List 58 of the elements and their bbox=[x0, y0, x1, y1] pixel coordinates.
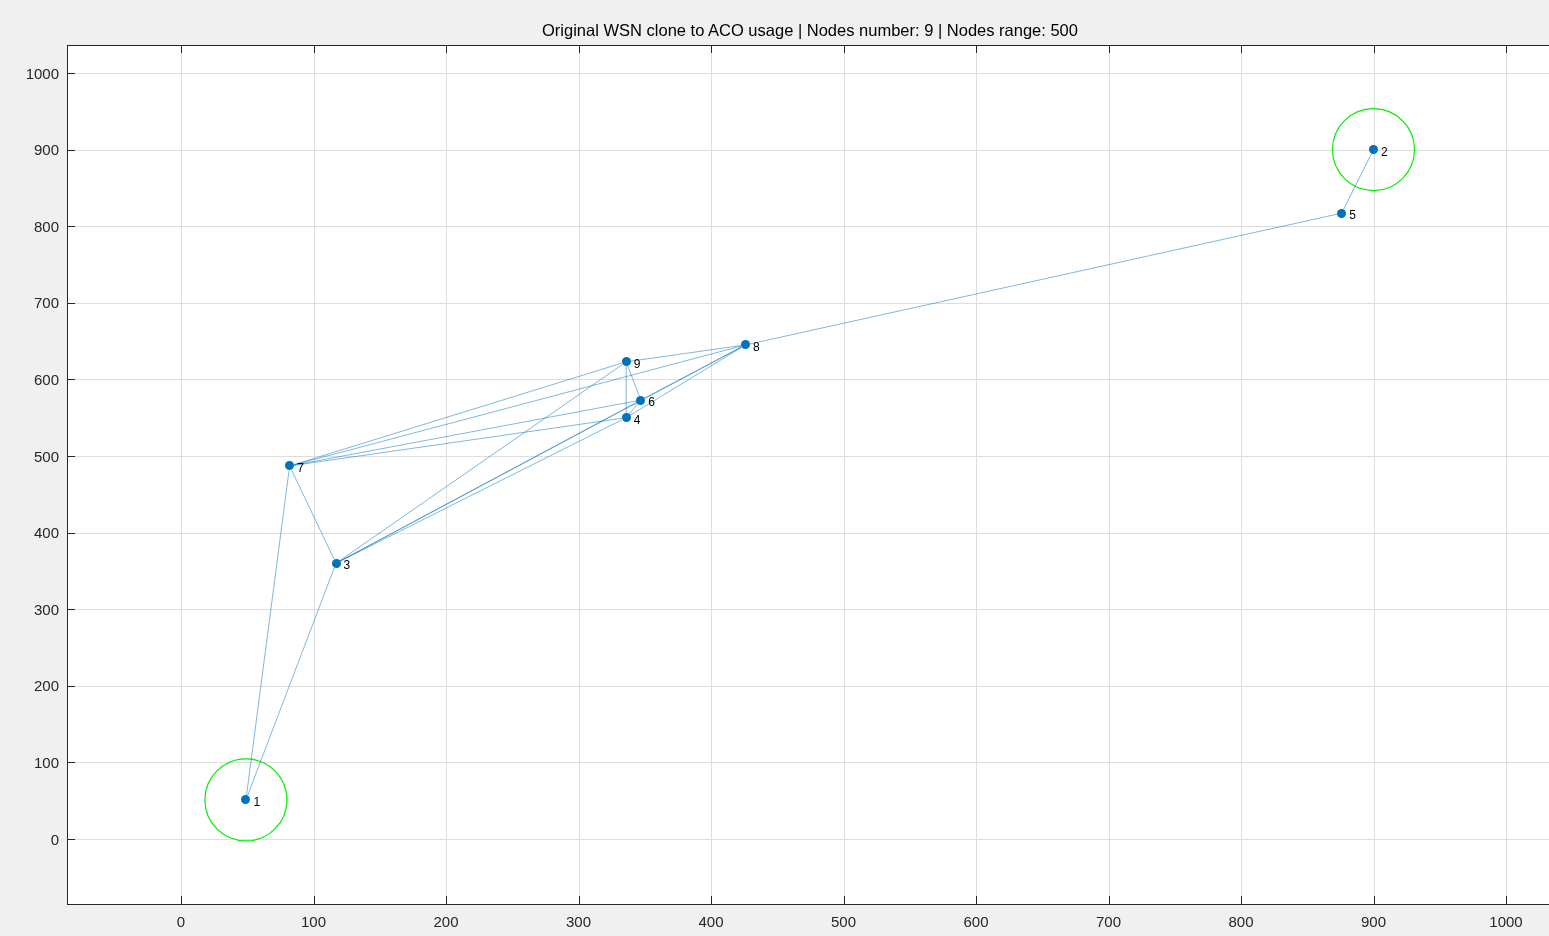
tick-label: 0 bbox=[176, 914, 186, 929]
link-line bbox=[749, 213, 1338, 345]
link-line bbox=[629, 346, 743, 416]
node-dot bbox=[1369, 145, 1378, 155]
link-line bbox=[293, 362, 623, 466]
tick-label: 1000 bbox=[1489, 914, 1523, 929]
tick-label: 100 bbox=[301, 914, 326, 929]
node-dot bbox=[285, 461, 295, 471]
link-line bbox=[293, 417, 623, 466]
link-line bbox=[630, 345, 742, 362]
node-dot bbox=[1337, 208, 1347, 218]
node-dot bbox=[740, 340, 750, 350]
link-line bbox=[293, 345, 742, 466]
link-line bbox=[339, 419, 623, 562]
tick-label: 400 bbox=[33, 525, 59, 541]
link-line bbox=[644, 346, 742, 399]
chart-title: Original WSN clone to ACO usage | Nodes number: 9 | Nodes range: 500 bbox=[542, 22, 1078, 39]
tick-label: 800 bbox=[33, 218, 59, 234]
node-dot bbox=[636, 395, 646, 405]
node-number: 8 bbox=[752, 340, 760, 353]
tick-label: 600 bbox=[963, 914, 989, 929]
tick-label: 900 bbox=[1361, 914, 1386, 929]
node-number: 7 bbox=[297, 461, 304, 474]
node-dot bbox=[621, 357, 631, 367]
link-line bbox=[246, 469, 290, 796]
tick-label: 500 bbox=[33, 448, 59, 464]
node-dot bbox=[621, 413, 631, 423]
node-number: 3 bbox=[343, 559, 351, 572]
node-dot bbox=[331, 558, 341, 568]
link-line bbox=[628, 403, 639, 415]
node-dot bbox=[241, 795, 251, 805]
tick-label: 200 bbox=[433, 914, 459, 929]
tick-label: 500 bbox=[831, 914, 856, 929]
tick-label: 300 bbox=[566, 914, 591, 929]
link-line bbox=[339, 363, 623, 562]
tick-label: 0 bbox=[50, 831, 59, 847]
tick-label: 200 bbox=[33, 678, 59, 694]
node-number: 6 bbox=[648, 396, 655, 409]
node-number: 1 bbox=[253, 795, 261, 808]
node-number: 5 bbox=[1349, 209, 1356, 222]
node-number: 2 bbox=[1381, 145, 1388, 158]
link-line bbox=[291, 469, 335, 560]
tick-label: 100 bbox=[33, 754, 59, 770]
tick-label: 700 bbox=[1096, 914, 1121, 929]
tick-label: 800 bbox=[1228, 914, 1254, 929]
link-line bbox=[625, 365, 627, 414]
tick-label: 400 bbox=[698, 914, 724, 929]
link-line bbox=[627, 365, 640, 397]
node-number: 4 bbox=[633, 413, 641, 426]
link-line bbox=[293, 400, 637, 466]
tick-label: 600 bbox=[33, 371, 59, 387]
link-line bbox=[1343, 153, 1372, 210]
tick-label: 1000 bbox=[25, 65, 59, 81]
tick-label: 300 bbox=[33, 601, 59, 617]
node-number: 9 bbox=[633, 357, 641, 370]
tick-label: 700 bbox=[33, 295, 59, 311]
link-line bbox=[247, 566, 335, 797]
tick-label: 900 bbox=[33, 142, 59, 158]
